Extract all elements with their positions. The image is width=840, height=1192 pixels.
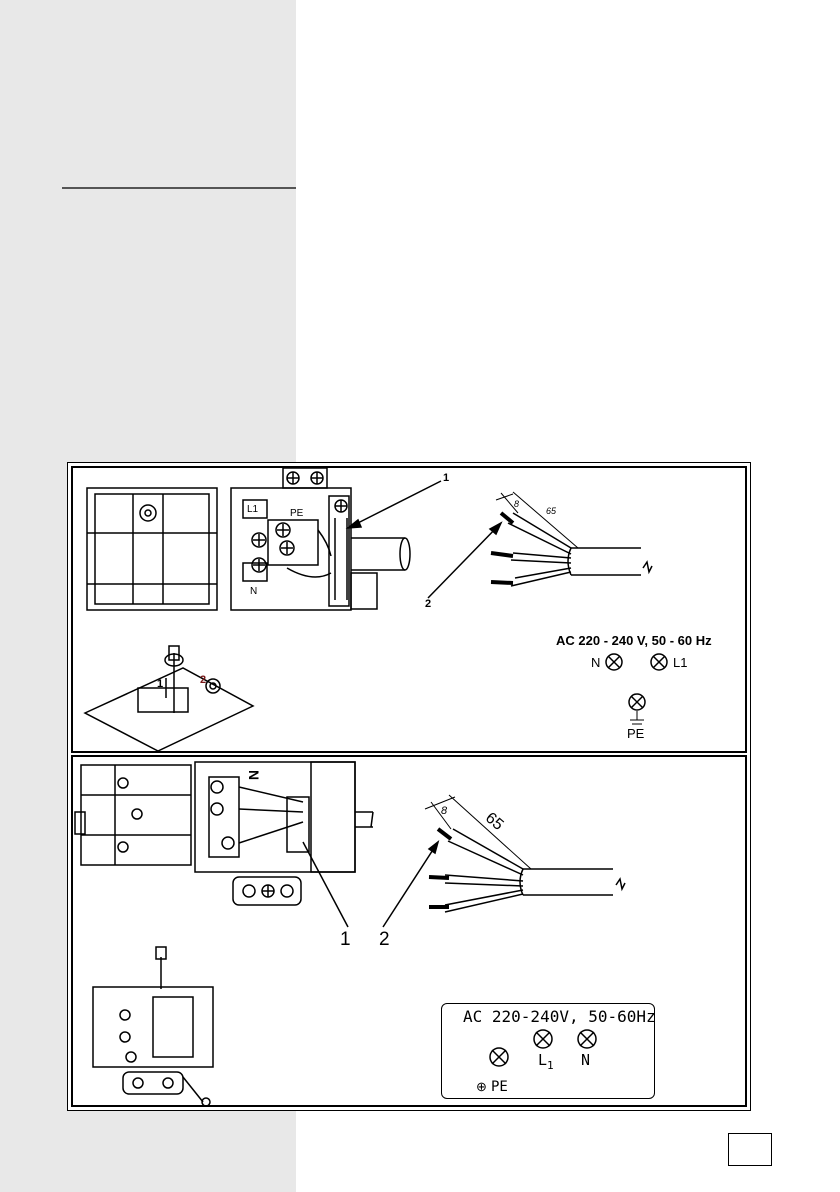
terminal-block-drawing-a	[83, 468, 668, 751]
lamp-label-l1-b: L1	[538, 1051, 554, 1072]
lamp-label-n-b: N	[581, 1051, 591, 1069]
callout-1-a: 1	[443, 472, 450, 484]
wiring-diagram-a: 1 2 L1 PE N 8 65 1 2 AC 220 - 240 V, 50 …	[71, 466, 747, 753]
supply-spec-box-b	[441, 1003, 655, 1099]
terminal-label-n-b: N	[246, 769, 263, 781]
wiring-diagram-b: 1 2 N 8 65 AC 220-240V, 50-60Hz L1 N ⊕ P…	[71, 755, 747, 1107]
lamp-label-pe-a: PE	[627, 726, 645, 741]
terminal-label-n-a: N	[250, 586, 258, 597]
lamp-label-pe-b: PE	[491, 1079, 508, 1095]
page-number-box	[728, 1133, 772, 1166]
callout-1-b: 1	[340, 929, 351, 950]
terminal-label-l1-a: L1	[247, 504, 259, 515]
sheath-length-a: 65	[546, 506, 557, 516]
small-callout-1-a: 1	[157, 678, 164, 690]
callout-2-b: 2	[379, 929, 390, 950]
lamp-label-n-a: N	[591, 655, 601, 670]
section-rule	[62, 187, 296, 189]
strip-length-a: 8	[514, 499, 520, 509]
terminal-block-drawing-b	[74, 761, 626, 1105]
strip-length-b: 8	[441, 805, 448, 817]
lamp-label-l1-a: L1	[673, 655, 688, 670]
terminal-label-pe-a: PE	[290, 508, 304, 519]
small-callout-2-a: 2	[200, 674, 207, 686]
earth-icon: ⊕	[476, 1079, 487, 1094]
wiring-figure: 1 2 L1 PE N 8 65 1 2 AC 220 - 240 V, 50 …	[67, 462, 751, 1111]
supply-spec-a: AC 220 - 240 V, 50 - 60 Hz	[556, 633, 712, 648]
callout-2-a: 2	[425, 598, 432, 610]
supply-spec-b: AC 220-240V, 50-60Hz	[463, 1007, 656, 1026]
